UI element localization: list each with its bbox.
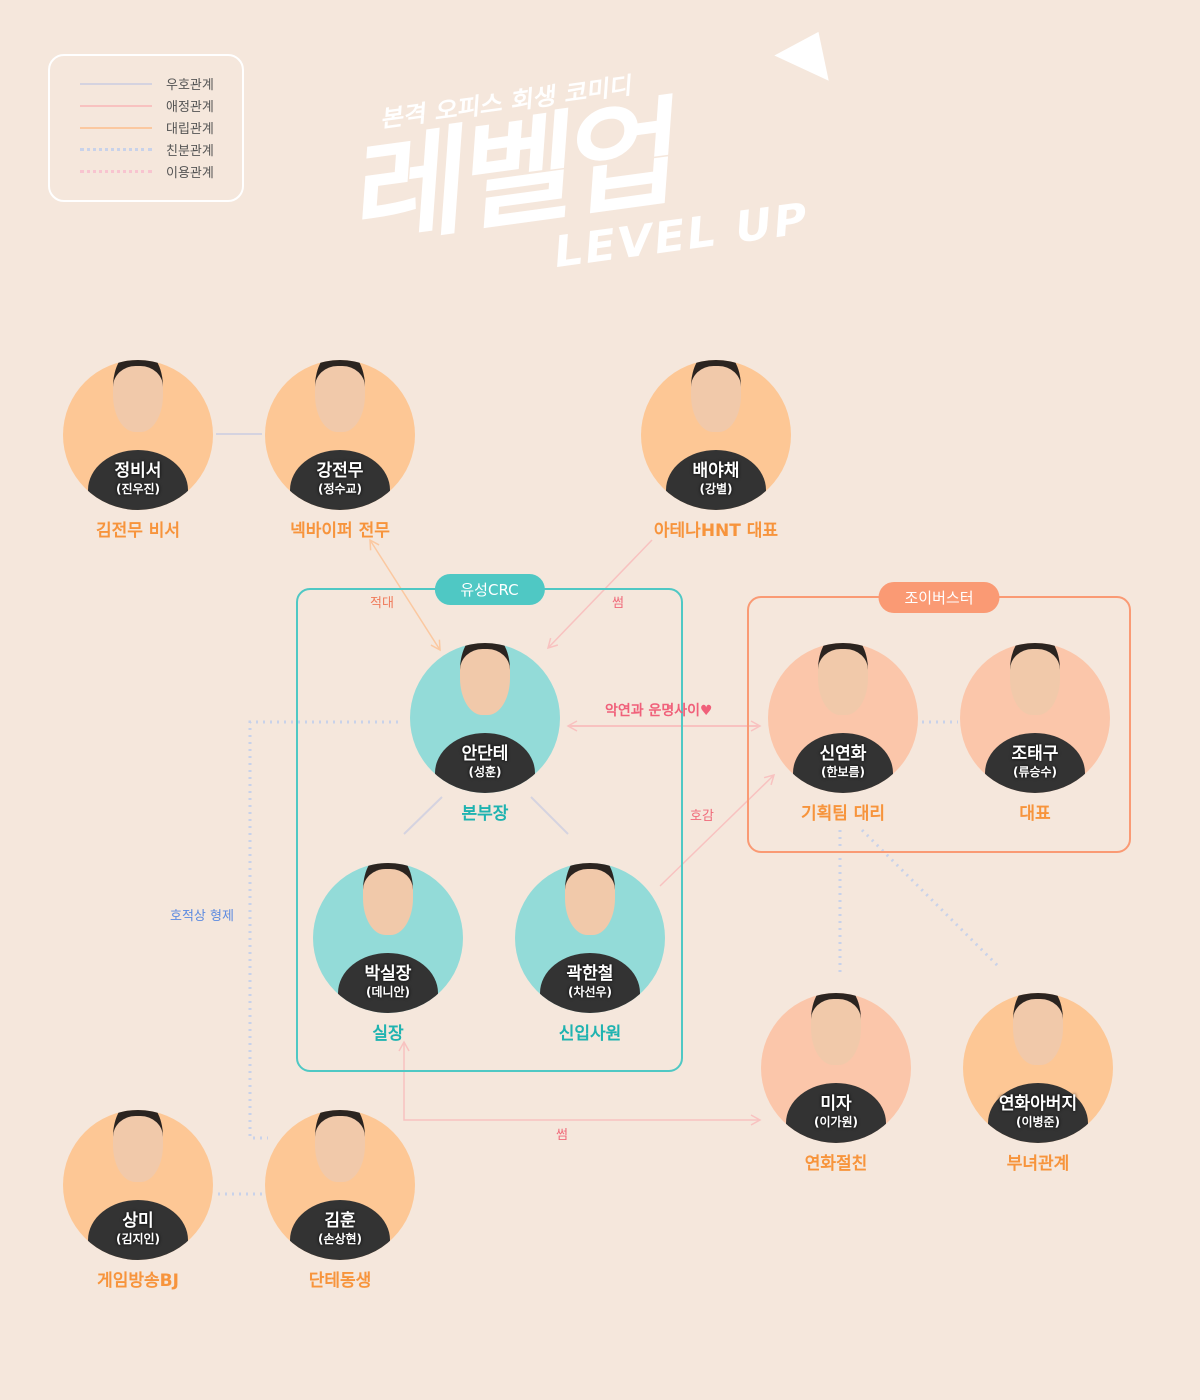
character-card: 정비서 (진우진) 김전무 비서 xyxy=(63,360,213,541)
character-actor: (데니안) xyxy=(365,985,411,999)
character-role: 실장 xyxy=(372,1024,404,1044)
character-portrait: 김훈 (손상현) xyxy=(265,1110,415,1260)
legend-item: 이용관계 xyxy=(80,162,214,181)
character-name: 곽한철 xyxy=(566,964,614,984)
character-card: 배야채 (강별) 아테나HNT 대표 xyxy=(641,360,791,541)
character-actor: (차선우) xyxy=(567,985,613,999)
character-role: 아테나HNT 대표 xyxy=(653,521,779,541)
group-tag: 유성CRC xyxy=(434,574,545,605)
character-card: 연화아버지 (이병준) 부녀관계 xyxy=(963,993,1113,1174)
line-bae-ahn xyxy=(546,539,653,650)
character-role: 넥바이퍼 전무 xyxy=(290,521,390,541)
character-role: 대표 xyxy=(1019,804,1051,824)
character-role: 단테동생 xyxy=(308,1271,372,1291)
character-role: 본부장 xyxy=(461,804,509,824)
character-card: 박실장 (데니안) 실장 xyxy=(313,863,463,1044)
character-portrait: 곽한철 (차선우) xyxy=(515,863,665,1013)
character-card: 미자 (이가원) 연화절친 xyxy=(761,993,911,1174)
character-name: 미자 xyxy=(820,1094,852,1114)
legend-item: 대립관계 xyxy=(80,118,214,137)
character-portrait: 상미 (김지인) xyxy=(63,1110,213,1260)
character-actor: (이병준) xyxy=(1015,1115,1061,1129)
character-actor: (성훈) xyxy=(468,765,502,779)
character-role: 연화절친 xyxy=(804,1154,868,1174)
character-actor: (정수교) xyxy=(317,482,363,496)
character-role: 김전무 비서 xyxy=(95,521,181,541)
character-name: 정비서 xyxy=(114,461,162,481)
character-name: 강전무 xyxy=(316,461,364,481)
character-card: 강전무 (정수교) 넥바이퍼 전무 xyxy=(265,360,415,541)
legend: 우호관계 애정관계 대립관계 친분관계 이용관계 xyxy=(48,54,244,202)
legend-item: 애정관계 xyxy=(80,96,214,115)
character-role: 기획팀 대리 xyxy=(800,804,886,824)
character-portrait: 조태구 (류승수) xyxy=(960,643,1110,793)
character-card: 김훈 (손상현) 단테동생 xyxy=(265,1110,415,1291)
character-name: 박실장 xyxy=(364,964,412,984)
character-portrait: 안단테 (성훈) xyxy=(410,643,560,793)
character-actor: (손상현) xyxy=(317,1232,363,1246)
character-card: 조태구 (류승수) 대표 xyxy=(960,643,1110,824)
character-portrait: 정비서 (진우진) xyxy=(63,360,213,510)
character-card: 곽한철 (차선우) 신입사원 xyxy=(515,863,665,1044)
line-kang-ahn xyxy=(369,538,441,652)
line-ahn-park xyxy=(403,796,443,835)
line-ahn-kwak xyxy=(530,796,569,835)
line-kwak-shin xyxy=(659,773,776,887)
relation-label-some: 썸 xyxy=(612,596,624,611)
character-actor: (류승수) xyxy=(1012,765,1058,779)
character-portrait: 미자 (이가원) xyxy=(761,993,911,1143)
character-name: 조태구 xyxy=(1011,744,1059,764)
legend-label: 친분관계 xyxy=(166,144,214,159)
character-name: 배야채 xyxy=(692,461,740,481)
legend-label: 이용관계 xyxy=(166,166,214,181)
character-portrait: 박실장 (데니안) xyxy=(313,863,463,1013)
character-portrait: 강전무 (정수교) xyxy=(265,360,415,510)
character-card: 신연화 (한보름) 기획팀 대리 xyxy=(768,643,918,824)
group-joy-buster: 조이버스터 xyxy=(747,582,1131,853)
character-actor: (김지인) xyxy=(115,1232,161,1246)
legend-label: 애정관계 xyxy=(166,100,214,115)
relation-label-some: 썸 xyxy=(556,1128,568,1143)
group-yusung-crc: 유성CRC xyxy=(296,574,683,1072)
character-role: 부녀관계 xyxy=(1006,1154,1070,1174)
character-actor: (이가원) xyxy=(813,1115,859,1129)
group-tag: 조이버스터 xyxy=(878,582,1000,613)
character-name: 안단테 xyxy=(461,744,509,764)
legend-item: 우호관계 xyxy=(80,74,214,93)
character-name: 상미 xyxy=(122,1211,154,1231)
legend-label: 대립관계 xyxy=(166,122,214,137)
character-name: 신연화 xyxy=(819,744,867,764)
relation-label-fate: 악연과 운명사이♥ xyxy=(605,703,713,719)
relation-label-enemy: 적대 xyxy=(370,596,394,611)
character-name: 연화아버지 xyxy=(998,1094,1078,1114)
character-portrait: 배야채 (강별) xyxy=(641,360,791,510)
character-actor: (한보름) xyxy=(820,765,866,779)
character-role: 신입사원 xyxy=(558,1024,622,1044)
legend-label: 우호관계 xyxy=(166,78,214,93)
line-park-mija xyxy=(398,1040,762,1126)
character-portrait: 신연화 (한보름) xyxy=(768,643,918,793)
legend-item: 친분관계 xyxy=(80,140,214,159)
relation-label-crush: 호감 xyxy=(690,809,714,824)
character-actor: (강별) xyxy=(699,482,733,496)
character-role: 게임방송BJ xyxy=(97,1271,179,1291)
character-actor: (진우진) xyxy=(115,482,161,496)
relation-label-brothers: 호적상 형제 xyxy=(170,909,234,924)
character-name: 김훈 xyxy=(324,1211,356,1231)
character-card: 상미 (김지인) 게임방송BJ xyxy=(63,1110,213,1291)
character-portrait: 연화아버지 (이병준) xyxy=(963,993,1113,1143)
character-card: 안단테 (성훈) 본부장 xyxy=(410,643,560,824)
